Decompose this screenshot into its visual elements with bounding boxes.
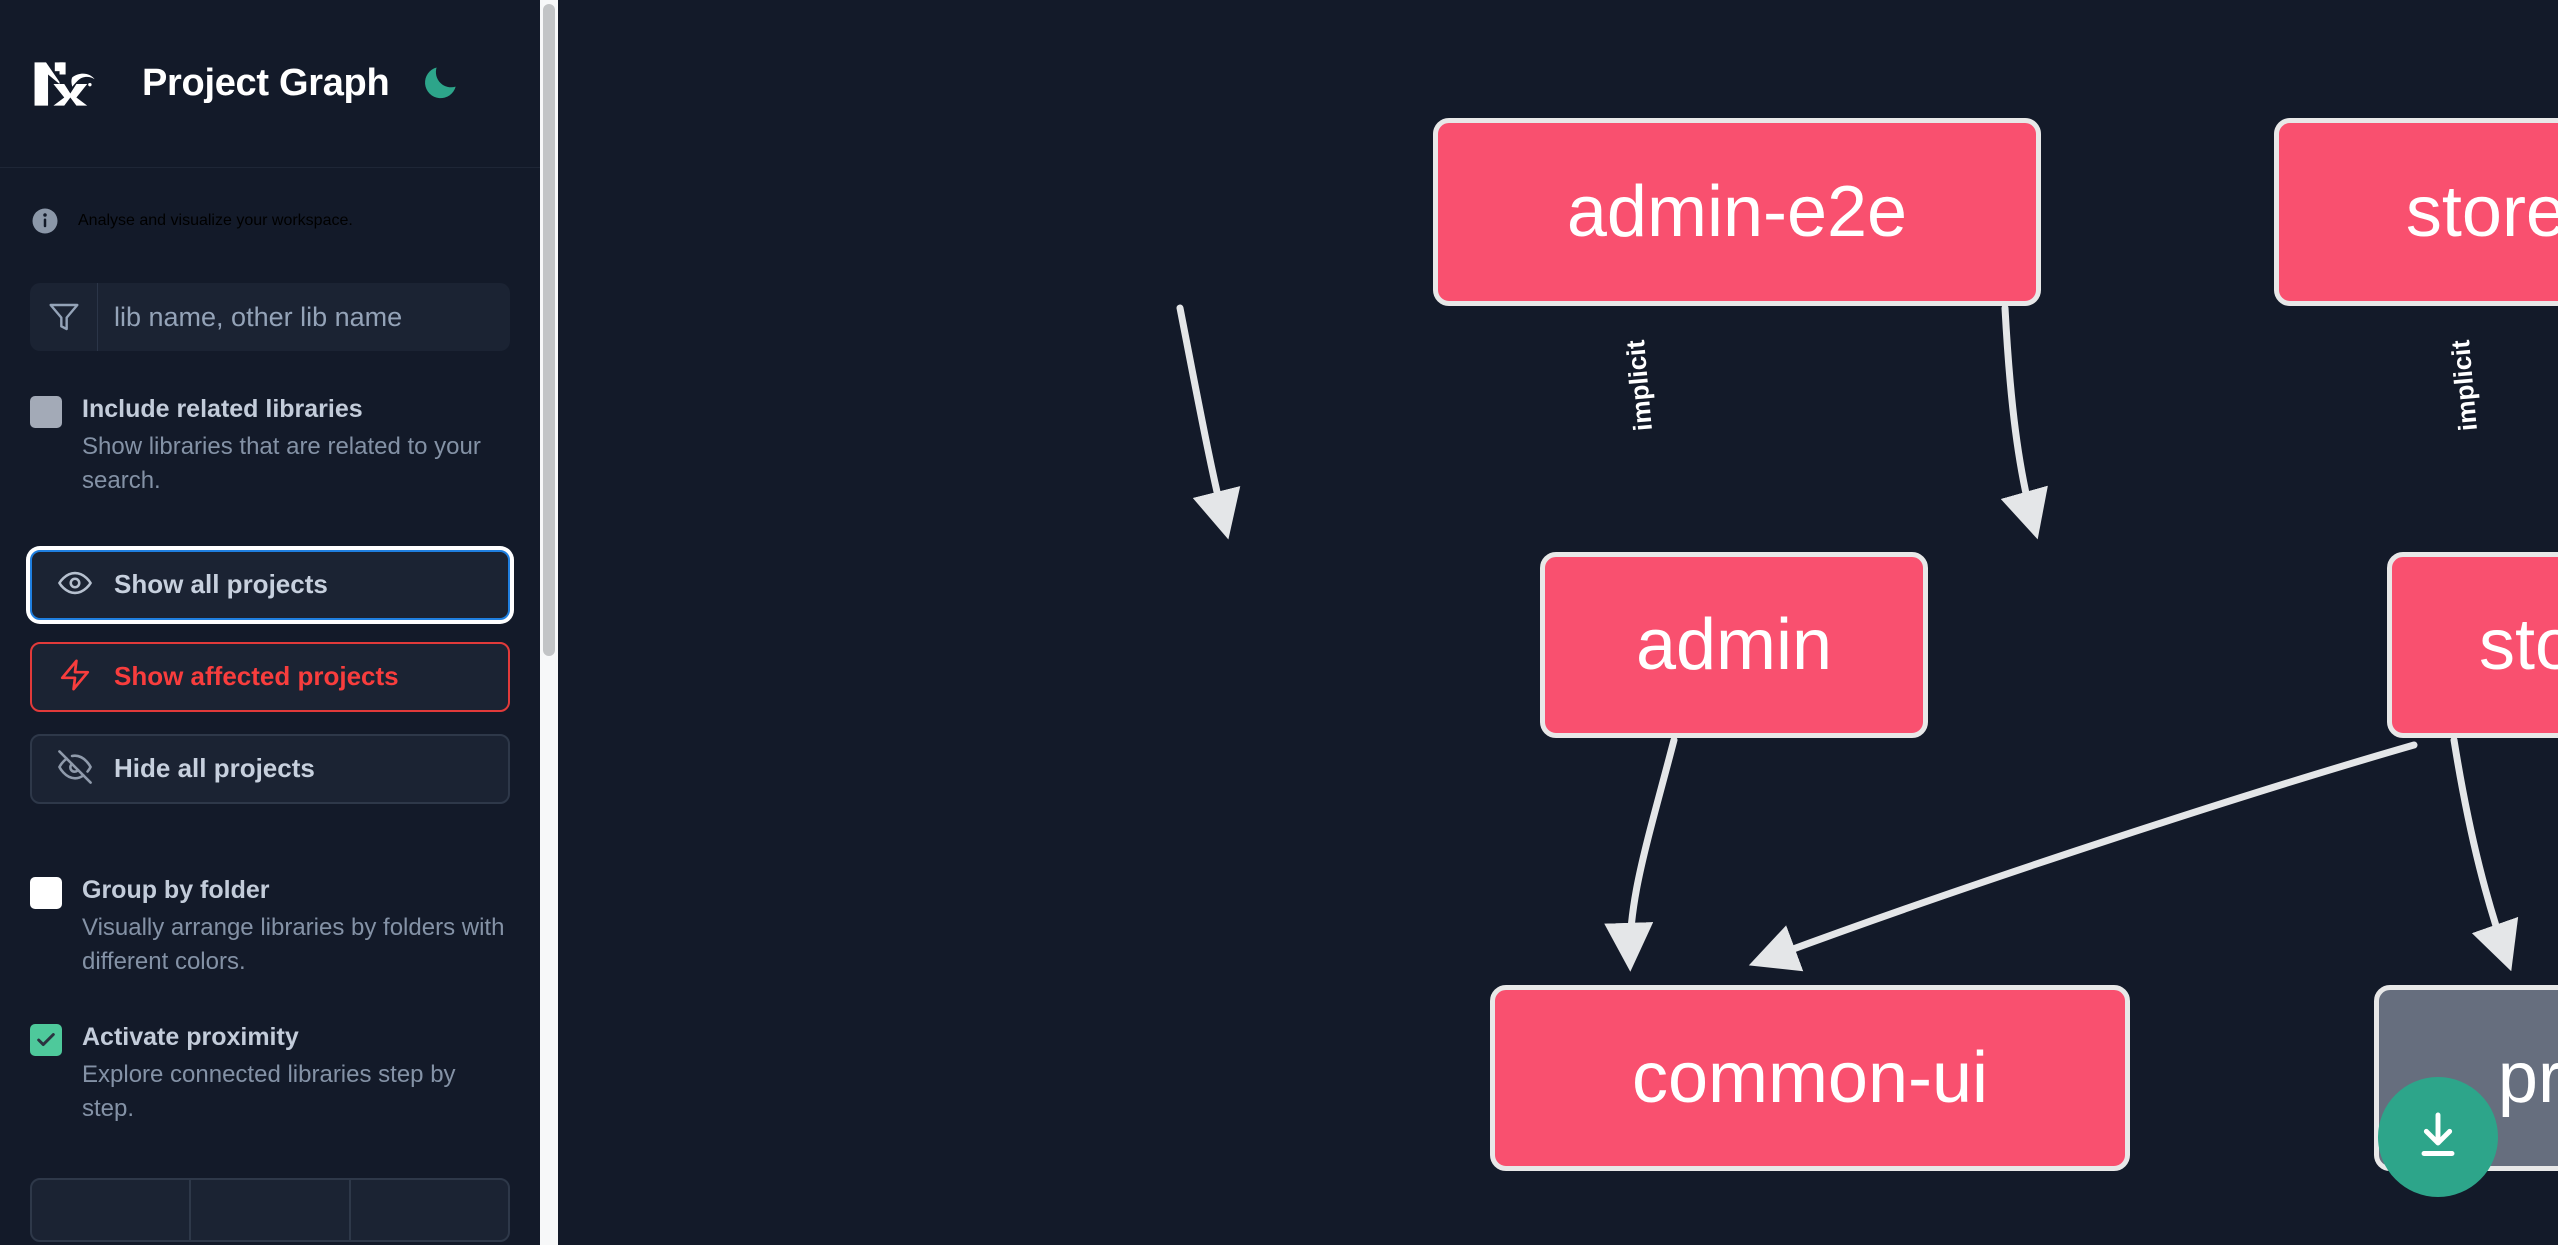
sidebar-body: Include related libraries Show libraries… [0,283,540,1242]
button-label: Hide all projects [114,753,315,784]
segmented-control[interactable] [30,1177,510,1242]
checkbox-indicator[interactable] [30,396,62,428]
theme-toggle-button[interactable] [419,62,463,106]
checkbox-activate-proximity[interactable]: Activate proximity Explore connected lib… [30,1021,510,1126]
eye-icon [58,566,92,603]
graph-node-store-e2e[interactable]: store-e2e [2274,118,2558,306]
lightning-bolt-icon [58,658,92,695]
checkbox-label: Activate proximity [82,1022,299,1051]
edge-admin-to-common-ui [1604,736,1678,972]
sidebar-scrollbar-thumb[interactable] [543,4,555,656]
checkbox-description: Show libraries that are related to your … [82,432,481,494]
node-label: products [2497,1038,2558,1118]
sidebar-tagline: Analyse and visualize your workspace. [0,168,540,236]
edge-admin-e2e-to-admin [1176,304,1241,540]
download-icon [2410,1108,2466,1167]
show-all-projects-button[interactable]: Show all projects [30,549,510,620]
projects-button-group: Show all projects Show affected projects [30,549,510,804]
tagline-text: Analyse and visualize your workspace. [78,212,353,229]
segmented-control-option-3[interactable] [351,1180,508,1240]
graph-node-admin[interactable]: admin [1540,552,1928,738]
checkbox-description: Visually arrange libraries by folders wi… [82,913,505,975]
node-label: common-ui [1631,1038,1989,1118]
search-input[interactable] [98,283,510,351]
download-graph-button[interactable] [2378,1077,2498,1197]
node-label: admin-e2e [1566,172,1908,252]
node-label: store [2478,605,2558,685]
show-affected-projects-button[interactable]: Show affected projects [30,641,510,712]
sidebar-scroll-area: Project Graph Ana [0,0,540,1245]
checkbox-group-by-folder[interactable]: Group by folder Visually arrange librari… [30,874,510,979]
checkbox-indicator[interactable] [30,876,62,909]
graph-edges [1176,304,2519,972]
eye-off-icon [58,750,92,787]
edge-store-e2e-to-store [2000,304,2048,540]
graph-canvas[interactable]: implicit implicit admin-e2e store-e2e ad… [558,0,2558,1245]
filter-icon [30,283,98,351]
sidebar-header: Project Graph [0,0,540,168]
sidebar: Project Graph Ana [0,0,558,1245]
nx-logo-icon [30,57,112,111]
info-icon [30,206,60,236]
search-row [30,283,510,351]
edge-store-to-products [2450,736,2519,972]
hide-all-projects-button[interactable]: Hide all projects [30,733,510,804]
segmented-control-option-1[interactable] [32,1179,192,1240]
graph-node-admin-e2e[interactable]: admin-e2e [1433,118,2041,306]
spacer [30,804,510,832]
button-label: Show affected projects [114,661,399,692]
node-label: admin [1635,605,1833,685]
moon-icon [419,60,463,107]
checkbox-description: Explore connected libraries step by step… [82,1060,456,1122]
checkbox-indicator[interactable] [30,1023,62,1056]
checkbox-include-related-libraries[interactable]: Include related libraries Show libraries… [30,393,510,498]
edge-store-to-common-ui [1748,741,2418,972]
button-label: Show all projects [114,569,328,600]
node-label: store-e2e [2405,172,2558,252]
graph-node-store[interactable]: store [2387,552,2558,738]
page-title: Project Graph [142,62,390,104]
segmented-control-option-2[interactable] [191,1179,351,1240]
sidebar-scrollbar[interactable] [540,0,558,1245]
checkbox-label: Group by folder [82,875,270,904]
checkbox-label: Include related libraries [82,395,363,423]
graph-node-common-ui[interactable]: common-ui [1490,985,2130,1171]
